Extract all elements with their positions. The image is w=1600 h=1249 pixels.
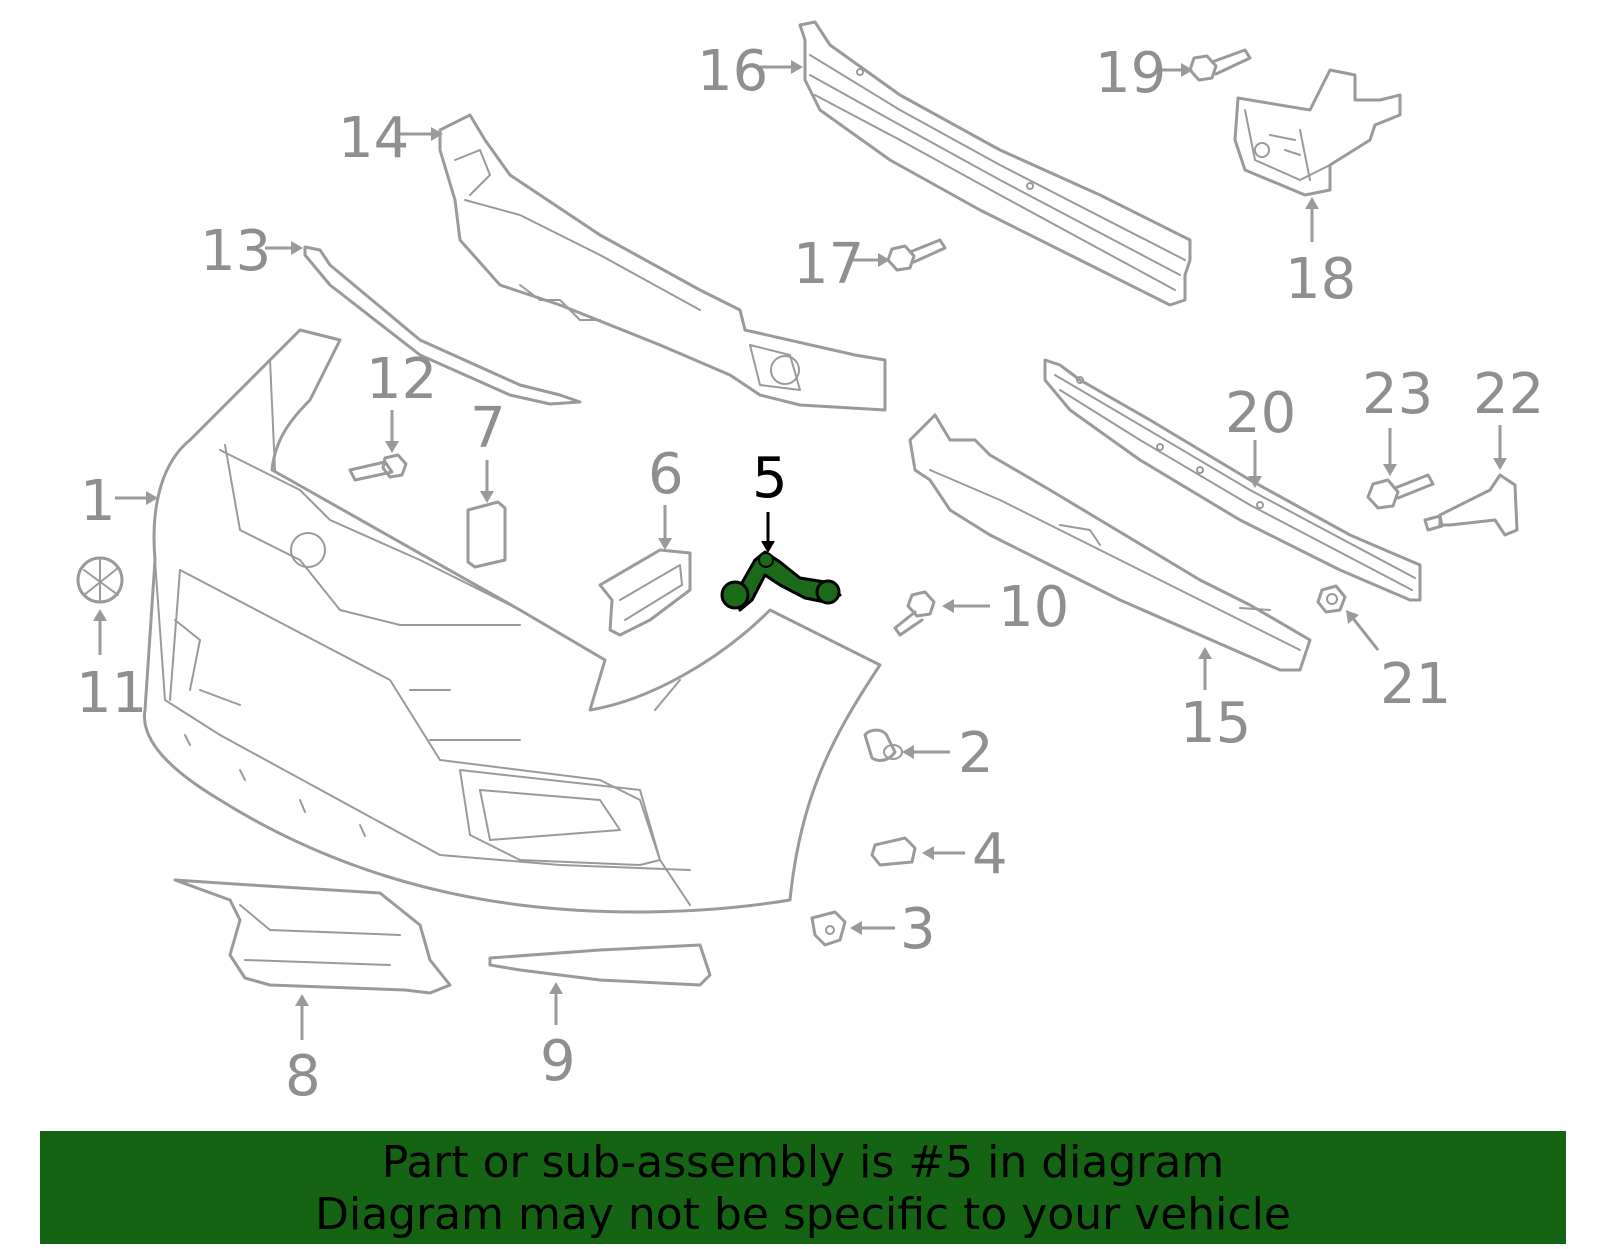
callout-17: 17	[793, 232, 890, 297]
callout-14: 14	[338, 106, 443, 171]
part-5-retainer[interactable]	[720, 550, 842, 612]
part-21-nut[interactable]	[1316, 584, 1347, 614]
part-10-screw[interactable]	[893, 590, 936, 637]
callout-8: 8	[285, 994, 321, 1109]
callout-label: 20	[1225, 381, 1296, 446]
part-13-molding-strip[interactable]	[303, 245, 582, 406]
part-23-bolt[interactable]	[1366, 473, 1435, 510]
part-6-bracket[interactable]	[598, 548, 692, 637]
callout-5: 5	[752, 446, 788, 553]
callout-label: 6	[648, 442, 684, 507]
callout-2: 2	[902, 721, 994, 786]
callout-7: 7	[470, 396, 506, 503]
callout-3: 3	[850, 897, 936, 962]
callout-label: 14	[338, 106, 409, 171]
callout-label: 13	[200, 219, 271, 284]
part-1-bumper-cover[interactable]	[142, 328, 882, 914]
callout-6: 6	[648, 442, 684, 550]
banner-line-2: Diagram may not be specific to your vehi…	[315, 1189, 1291, 1240]
callout-4: 4	[922, 822, 1008, 887]
callout-1: 1	[80, 469, 158, 534]
callout-label: 19	[1095, 41, 1166, 106]
callout-label: 21	[1380, 652, 1451, 717]
callout-label: 8	[285, 1044, 321, 1109]
part-12-screw[interactable]	[348, 453, 408, 482]
callout-label: 5	[752, 446, 788, 511]
callout-20: 20	[1225, 381, 1296, 488]
callout-10: 10	[942, 575, 1069, 640]
part-7-block[interactable]	[466, 500, 507, 569]
callout-label: 17	[793, 232, 864, 297]
part-15-lower-absorber[interactable]	[908, 413, 1312, 672]
callout-label: 15	[1180, 691, 1251, 756]
part-11-emblem[interactable]	[76, 556, 124, 604]
callout-label: 22	[1473, 362, 1544, 427]
callout-9: 9	[540, 982, 576, 1094]
part-4-nut[interactable]	[870, 836, 917, 867]
callout-23: 23	[1362, 362, 1433, 476]
part-8-bezel[interactable]	[173, 878, 452, 995]
part-9-molding[interactable]	[488, 943, 712, 987]
callout-label: 16	[697, 39, 768, 104]
part-17-bolt[interactable]	[886, 238, 947, 272]
callout-label: 12	[366, 347, 437, 412]
callout-label: 1	[80, 469, 116, 534]
callout-label: 3	[900, 897, 936, 962]
callout-label: 2	[958, 721, 994, 786]
part-2-clip[interactable]	[863, 728, 903, 762]
callout-label: 10	[998, 575, 1069, 640]
callout-16: 16	[697, 39, 803, 104]
callout-18: 18	[1285, 197, 1356, 312]
callout-label: 4	[972, 822, 1008, 887]
callout-13: 13	[200, 219, 303, 284]
part-18-bracket[interactable]	[1233, 68, 1402, 197]
callout-label: 11	[76, 661, 147, 726]
callout-22: 22	[1473, 362, 1544, 470]
callout-label: 9	[540, 1029, 576, 1094]
callout-12: 12	[366, 347, 437, 453]
part-20-reinforcement[interactable]	[1043, 358, 1422, 602]
part-22-bracket[interactable]	[1423, 473, 1519, 537]
callout-label: 23	[1362, 362, 1433, 427]
part-19-bolt[interactable]	[1188, 48, 1252, 82]
callout-15: 15	[1180, 647, 1251, 756]
banner-line-1: Part or sub-assembly is #5 in diagram	[381, 1137, 1225, 1188]
callout-label: 7	[470, 396, 506, 461]
part-3-clip[interactable]	[810, 910, 847, 947]
callout-21: 21	[1346, 610, 1451, 717]
callout-11: 11	[76, 609, 147, 726]
callout-19: 19	[1095, 41, 1193, 106]
part-16-reinforcement[interactable]	[798, 20, 1192, 307]
callout-label: 18	[1285, 247, 1356, 312]
info-banner: Part or sub-assembly is #5 in diagram Di…	[40, 1131, 1566, 1244]
part-14-energy-absorber[interactable]	[438, 113, 887, 412]
